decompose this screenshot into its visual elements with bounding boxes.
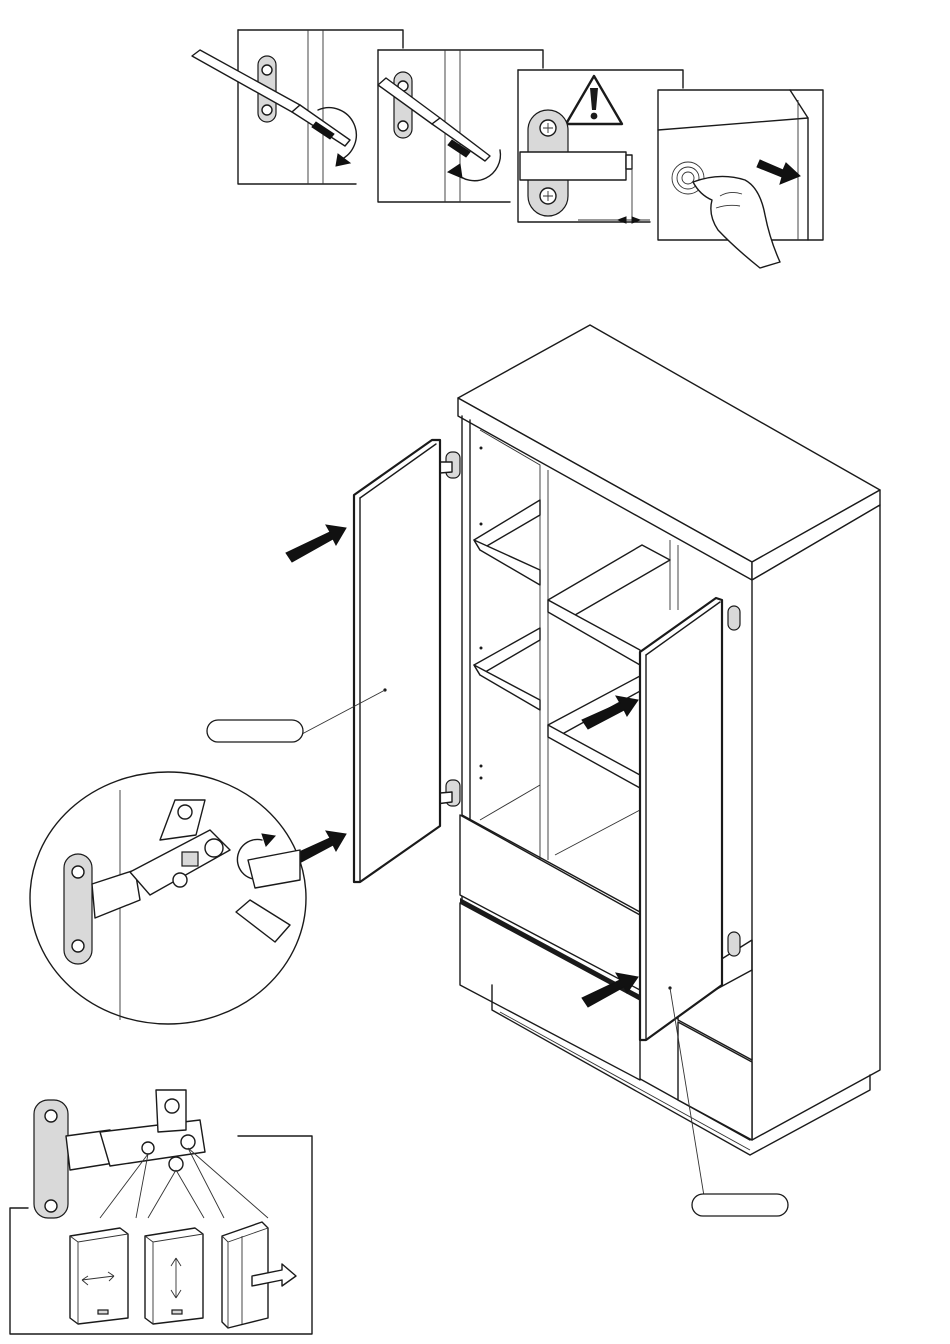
step-1-panel <box>192 30 403 184</box>
push-latch-screw-in-icon <box>192 50 356 166</box>
hinge-adjustment-detail <box>10 1090 312 1334</box>
warning-triangle-icon <box>566 76 622 124</box>
adjust-horizontal-card <box>70 1228 128 1324</box>
left-door <box>302 440 440 882</box>
cabinet-hinge-top-right <box>728 606 740 630</box>
push-to-open-hand-icon <box>672 160 800 268</box>
adjust-depth-card <box>222 1222 296 1328</box>
hinge-detail-circle <box>30 772 306 1024</box>
step-4-panel <box>658 90 823 268</box>
left-door-callout-label <box>207 723 303 739</box>
push-arrow-icon <box>286 525 346 562</box>
cabinet-hinge-bottom-right <box>728 932 740 956</box>
right-door-callout-label <box>692 1197 788 1213</box>
adjust-vertical-card <box>145 1228 203 1324</box>
push-latch-adjust-icon <box>378 72 500 181</box>
